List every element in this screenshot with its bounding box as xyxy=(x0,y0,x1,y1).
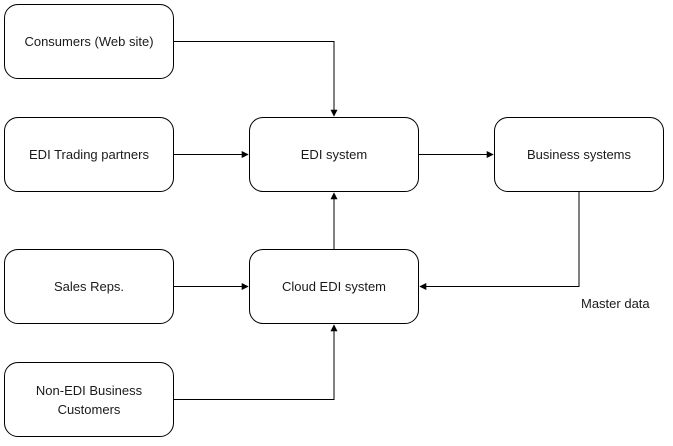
node-label-line-1: Non-EDI Business xyxy=(35,382,143,398)
node-label: EDI Trading partners xyxy=(29,147,149,162)
node-edi-trading-partners: EDI Trading partners xyxy=(4,117,174,192)
node-label: Business systems xyxy=(526,147,632,162)
node-label: Cloud EDI system xyxy=(281,279,387,294)
node-label-line-2: Customers xyxy=(57,401,121,417)
node-label-group: Non-EDI Business Customers xyxy=(36,381,142,419)
node-label: EDI system xyxy=(300,147,368,162)
node-consumers-web-site: Consumers (Web site) xyxy=(4,4,174,79)
node-label: Consumers (Web site) xyxy=(24,34,154,49)
node-label: Sales Reps. xyxy=(53,279,125,294)
node-sales-reps: Sales Reps. xyxy=(4,249,174,324)
node-edi-system: EDI system xyxy=(249,117,419,192)
node-cloud-edi-system: Cloud EDI system xyxy=(249,249,419,324)
edge-non-edi-customers-to-cloud-edi xyxy=(174,324,338,400)
edge-label-master-data: Master data xyxy=(581,296,650,311)
node-business-systems: Business systems xyxy=(494,117,664,192)
edge-consumers-to-edi-system xyxy=(174,41,338,117)
edge-business-systems-to-cloud-edi xyxy=(419,192,580,290)
node-non-edi-business-customers: Non-EDI Business Customers xyxy=(4,362,174,437)
